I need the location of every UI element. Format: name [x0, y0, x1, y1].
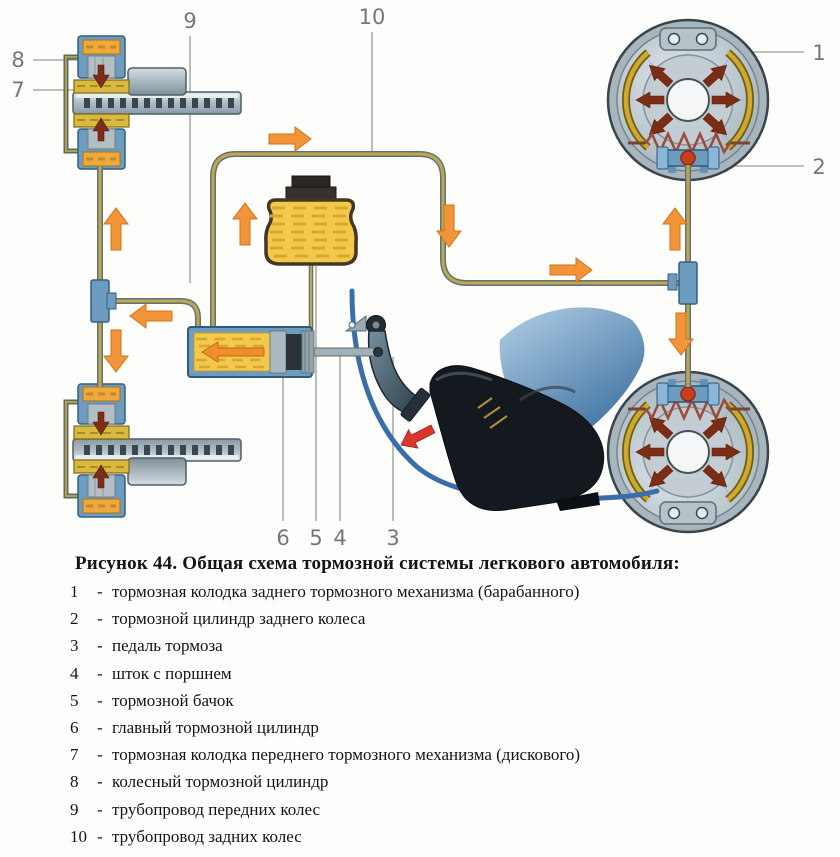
legend-item: 3-педаль тормоза	[70, 632, 815, 659]
legend-item-number: 7	[70, 745, 79, 765]
shoe	[429, 365, 605, 512]
legend-item-text: колесный тормозной цилиндр	[112, 772, 329, 792]
legend-item-separator: -	[97, 718, 103, 738]
legend-item-text: тормозной бачок	[112, 690, 234, 710]
callout-label-5: 5	[309, 526, 322, 550]
legend-item-separator: -	[97, 636, 103, 656]
legend-item-text: тормозная колодка переднего тормозного м…	[112, 745, 581, 765]
front-disc-brake-bottom	[66, 384, 241, 517]
callout-label-8: 8	[11, 48, 24, 72]
flow-arrow-up	[103, 207, 129, 251]
diagram-stage: 8 7 9 10 1 2 6 5 4 3	[11, 5, 825, 550]
figure-caption: Рисунок 44. Общая схема тормозной систем…	[75, 553, 680, 574]
legend-item-separator: -	[97, 745, 103, 765]
legend-item-separator: -	[97, 582, 103, 601]
legend-item-separator: -	[97, 690, 103, 710]
flow-arrow-right	[549, 257, 593, 283]
callout-labels: 8 7 9 10 1 2 6 5 4 3	[11, 5, 825, 550]
legend-item-number: 3	[70, 636, 79, 656]
driver-foot	[429, 307, 645, 512]
front-brake-pipeline	[97, 166, 201, 387]
rear-drum-brake-top	[608, 20, 768, 180]
legend-item: 4-шток с поршнем	[70, 660, 815, 687]
master-brake-cylinder	[187, 326, 315, 378]
flow-arrow-right	[268, 126, 312, 152]
brake-fluid-reservoir	[264, 175, 358, 266]
legend-item-number: 2	[70, 609, 79, 629]
flow-arrow-up	[232, 202, 258, 246]
brake-pedal	[313, 315, 431, 422]
legend-item: 7-тормозная колодка переднего тормозного…	[70, 741, 815, 768]
legend-item: 2-тормозной цилиндр заднего колеса	[70, 605, 815, 632]
front-disc-brake-top	[66, 36, 241, 169]
legend-item-number: 5	[70, 690, 79, 710]
legend-item-number: 8	[70, 772, 79, 792]
callout-label-2: 2	[812, 155, 825, 179]
tee-fitting-front	[90, 279, 117, 323]
legend-item-separator: -	[97, 826, 103, 846]
floor-line	[349, 288, 660, 503]
legend-item-text: трубопровод передних колес	[112, 799, 320, 819]
flow-arrow-left	[129, 303, 173, 329]
legend-item-separator: -	[97, 609, 103, 629]
legend-item-separator: -	[97, 772, 103, 792]
rear-drum-brake-bottom	[608, 372, 768, 532]
flow-arrow-up	[662, 207, 688, 251]
legend-item: 5-тормозной бачок	[70, 687, 815, 714]
legend-item: 8-колесный тормозной цилиндр	[70, 768, 815, 795]
callout-label-10: 10	[359, 5, 386, 29]
callout-label-7: 7	[11, 78, 24, 102]
callout-label-6: 6	[276, 526, 289, 550]
legend-item-text: трубопровод задних колес	[112, 826, 302, 846]
legend-item-text: тормозная колодка заднего тормозного мех…	[112, 582, 580, 601]
legend-item: 6-главный тормозной цилиндр	[70, 714, 815, 741]
callout-label-1: 1	[812, 41, 825, 65]
figure-legend: Рисунок 44. Общая схема тормозной систем…	[70, 551, 815, 850]
legend-item-number: 6	[70, 718, 79, 738]
legend-item-text: тормозной цилиндр заднего колеса	[112, 609, 366, 629]
legend-item: 9-трубопровод передних колес	[70, 796, 815, 823]
legend-item: 10-трубопровод задних колес	[70, 823, 815, 850]
legend-items: 1-тормозная колодка заднего тормозного м…	[70, 578, 815, 850]
legend-item-text: главный тормозной цилиндр	[112, 718, 319, 738]
legend-item-text: педаль тормоза	[112, 636, 223, 656]
callout-label-4: 4	[333, 526, 346, 550]
brake-system-diagram: 8 7 9 10 1 2 6 5 4 3	[11, 5, 825, 550]
legend-item-separator: -	[97, 799, 103, 819]
callout-label-9: 9	[183, 9, 196, 33]
legend-item-number: 1	[70, 582, 79, 601]
legend-item-number: 9	[70, 799, 79, 819]
flow-arrow	[201, 341, 265, 363]
callout-label-3: 3	[386, 526, 399, 550]
legend-item: 1-тормозная колодка заднего тормозного м…	[70, 578, 815, 605]
tee-fitting-rear	[667, 261, 698, 305]
legend-item-number: 10	[70, 826, 87, 846]
legend-item-separator: -	[97, 663, 103, 683]
flow-arrow-down	[103, 329, 129, 373]
piston-push-rod	[313, 347, 377, 357]
legend-item-text: шток с поршнем	[112, 663, 232, 683]
legend-item-number: 4	[70, 663, 79, 683]
